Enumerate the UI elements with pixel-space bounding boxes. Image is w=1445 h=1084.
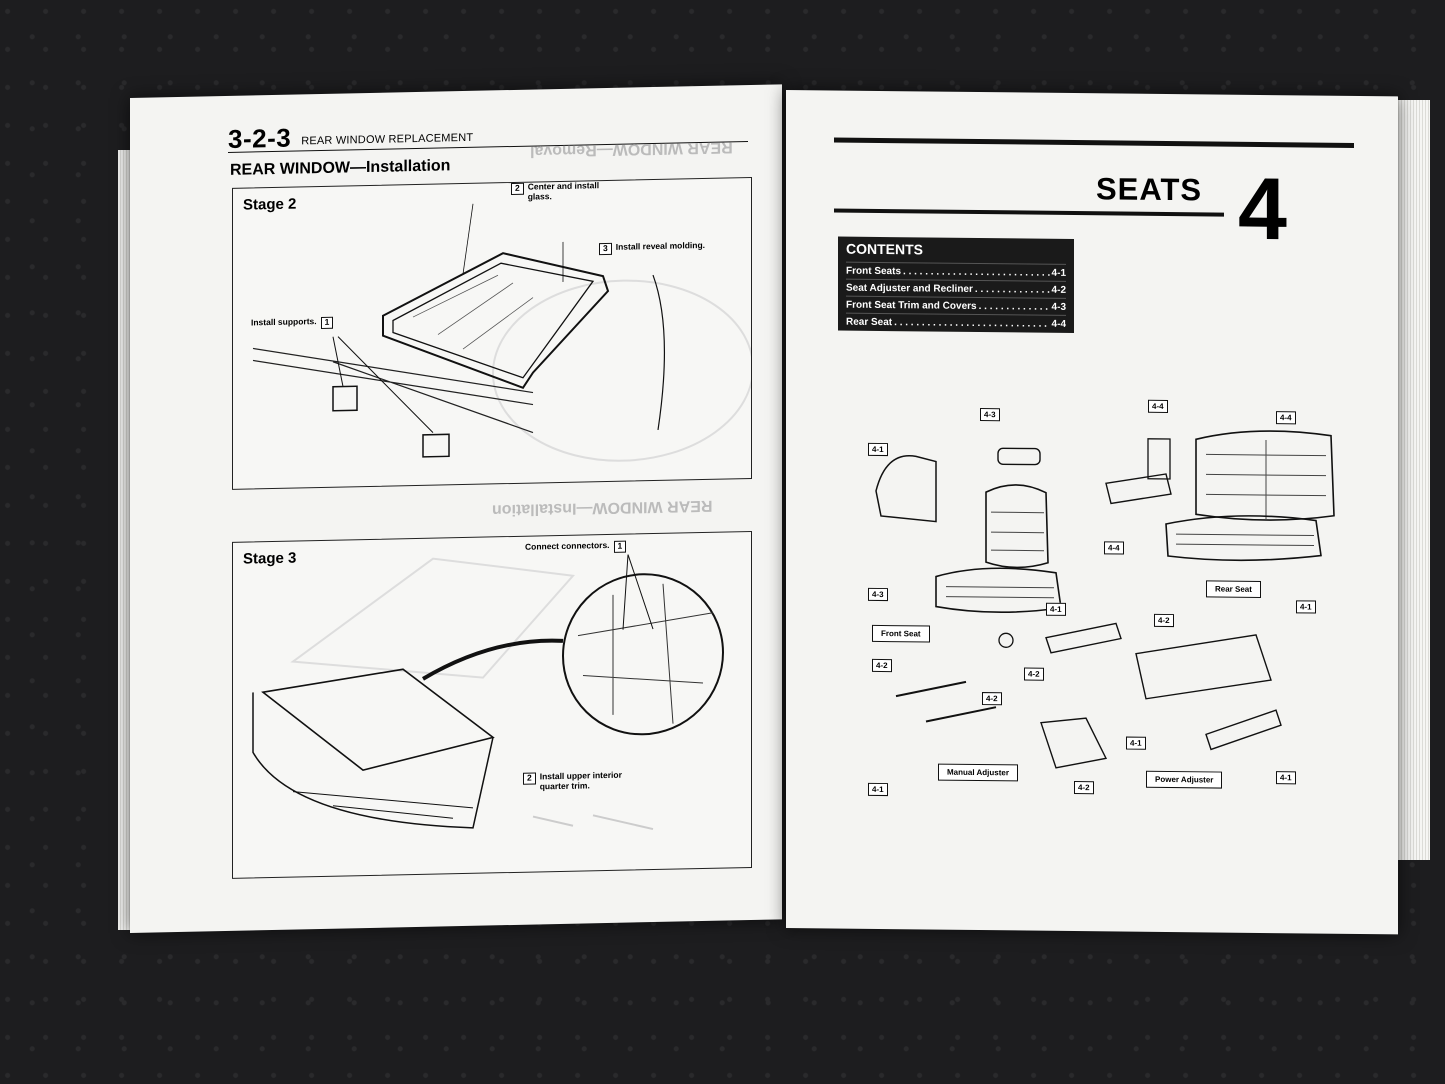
part-tag: 4-4 [1148, 399, 1168, 413]
left-page: 3-2-3 REAR WINDOW REPLACEMENT REAR WINDO… [130, 84, 782, 934]
part-tag: 4-2 [1154, 613, 1174, 628]
left-page-edge [118, 150, 132, 930]
part-tag: 4-1 [868, 782, 888, 797]
rear-quarter-trim-illustration [252, 554, 724, 831]
section-number: 3-2-3 [228, 122, 292, 154]
part-tag: 4-1 [1296, 600, 1316, 614]
power-adjuster-label: Power Adjuster [1146, 770, 1223, 789]
ghost-heading-installation: REAR WINDOW—Installation [492, 496, 713, 519]
ghost-heading-removal: REAR WINDOW—Removal [530, 138, 733, 160]
rear-seat-label: Rear Seat [1206, 580, 1261, 598]
part-tag: 4-2 [1024, 667, 1044, 681]
section-title: REAR WINDOW REPLACEMENT [301, 131, 474, 148]
part-tag: 4-4 [1104, 541, 1124, 555]
part-tag: 4-1 [1046, 602, 1066, 616]
right-page-edge [1396, 100, 1430, 860]
seats-exploded-diagram [875, 430, 1335, 769]
stage-3-panel: Stage 3 Connect connectors. 1 2 Install … [232, 530, 752, 879]
part-tag: 4-3 [868, 587, 888, 602]
part-tag: 4-1 [1126, 736, 1146, 750]
manual-adjuster-label: Manual Adjuster [938, 763, 1018, 782]
page-heading: REAR WINDOW—Installation [230, 157, 451, 179]
part-tag: 4-1 [868, 442, 888, 457]
part-tag: 4-2 [982, 692, 1002, 706]
part-tag: 4-2 [872, 658, 892, 673]
right-page: SEATS 4 CONTENTS Front Seats4-1 Seat Adj… [786, 90, 1398, 935]
part-tag: 4-2 [1074, 781, 1094, 795]
part-tag: 4-1 [1276, 771, 1296, 785]
stage-2-panel: Stage 2 2 Center and install glass. 3 In… [232, 176, 752, 490]
rear-window-glass-illustration [252, 203, 751, 462]
front-seat-label: Front Seat [872, 624, 930, 643]
part-tag: 4-4 [1276, 411, 1296, 425]
part-tag: 4-3 [980, 408, 1000, 422]
